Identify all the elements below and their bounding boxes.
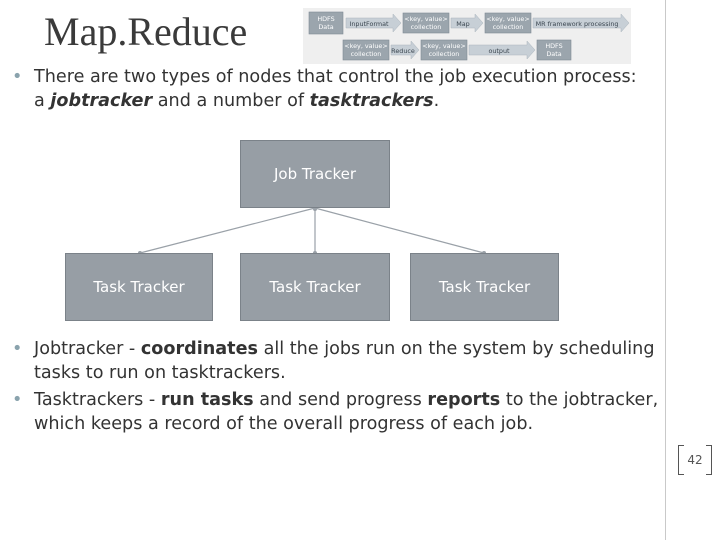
flow-kv-collection-1-line2: collection [411, 23, 442, 31]
connector-to-task-3 [314, 207, 485, 254]
flow-kv-collection-1 [402, 12, 450, 34]
flow-kv-collection-3 [342, 39, 390, 61]
flow-arrow-output [468, 40, 536, 60]
flow-kv-collection-4 [420, 39, 468, 61]
bullet-item: Tasktrackers - run tasks and send progre… [12, 389, 660, 436]
flow-hdfs-data-input [308, 11, 344, 35]
slide-title: Map.Reduce [44, 9, 248, 54]
flow-hdfs-data-output [536, 39, 572, 61]
flow-arrow-map [450, 13, 484, 33]
task-tracker-node-2: Task Tracker [240, 253, 390, 321]
flow-reduce-label: Reduce [391, 47, 415, 55]
flow-kv-collection-2-line1: <key, value> [486, 15, 529, 23]
bullet-text-segment: and send progress [253, 390, 428, 410]
connector-origin-dot [313, 207, 317, 211]
bullet-item: Jobtracker - coordinates all the jobs ru… [12, 338, 660, 385]
flow-kv-collection-2-line2: collection [493, 23, 524, 31]
flow-output-label: output [488, 47, 510, 55]
flow-kv-collection-2 [484, 12, 532, 34]
flow-arrow-mr-framework [532, 13, 630, 33]
flow-hdfs-data-output-line2: Data [546, 50, 561, 58]
flow-kv-collection-4-line1: <key, value> [422, 42, 465, 50]
bullet-text-segment: . [433, 90, 440, 111]
mapreduce-flow-diagram: HDFS Data InputFormat <key, value> colle… [303, 8, 631, 64]
bullet-text-segment: and a number of [152, 90, 310, 111]
bullet-text-segment: Tasktrackers - [34, 390, 161, 410]
details-bullet-list: Jobtracker - coordinates all the jobs ru… [12, 338, 660, 440]
bullet-text-segment: reports [427, 390, 501, 410]
job-tracker-node: Job Tracker [240, 140, 390, 208]
task-tracker-node-3: Task Tracker [410, 253, 559, 321]
flow-arrow-reduce [390, 40, 420, 60]
bullet-text-segment: tasktrackers [309, 90, 434, 111]
page-number: 42 [678, 445, 712, 475]
bullet-text-segment: coordinates [140, 339, 258, 359]
bullet-text-segment: jobtracker [50, 90, 153, 111]
bullet-text-segment: run tasks [160, 390, 254, 410]
flow-kv-collection-1-line1: <key, value> [404, 15, 447, 23]
flow-hdfs-data-output-line1: HDFS [545, 42, 562, 50]
flow-mr-framework-label: MR framework processing [536, 20, 619, 28]
flow-input-format-label: InputFormat [349, 20, 389, 28]
bullet-text-segment: to the jobtracker, which keeps a record … [34, 390, 659, 434]
flow-arrow-input-format [345, 13, 402, 33]
bullet-text-segment: There are two types of nodes that contro… [34, 67, 637, 111]
bullet-item: There are two types of nodes that contro… [12, 66, 652, 113]
flow-map-label: Map [456, 20, 470, 28]
bullet-text-segment: all the jobs run on the system by schedu… [34, 339, 655, 383]
right-divider [665, 0, 666, 540]
flow-hdfs-data-input-line2: Data [318, 23, 333, 31]
intro-bullet-list: There are two types of nodes that contro… [12, 66, 652, 117]
flow-hdfs-data-input-line1: HDFS [317, 15, 334, 23]
flow-kv-collection-4-line2: collection [429, 50, 460, 58]
connector-to-task-1 [139, 207, 316, 254]
flow-kv-collection-3-line2: collection [351, 50, 382, 58]
task-tracker-node-1: Task Tracker [65, 253, 213, 321]
bullet-text-segment: Jobtracker - [34, 339, 141, 359]
flow-kv-collection-3-line1: <key, value> [344, 42, 387, 50]
